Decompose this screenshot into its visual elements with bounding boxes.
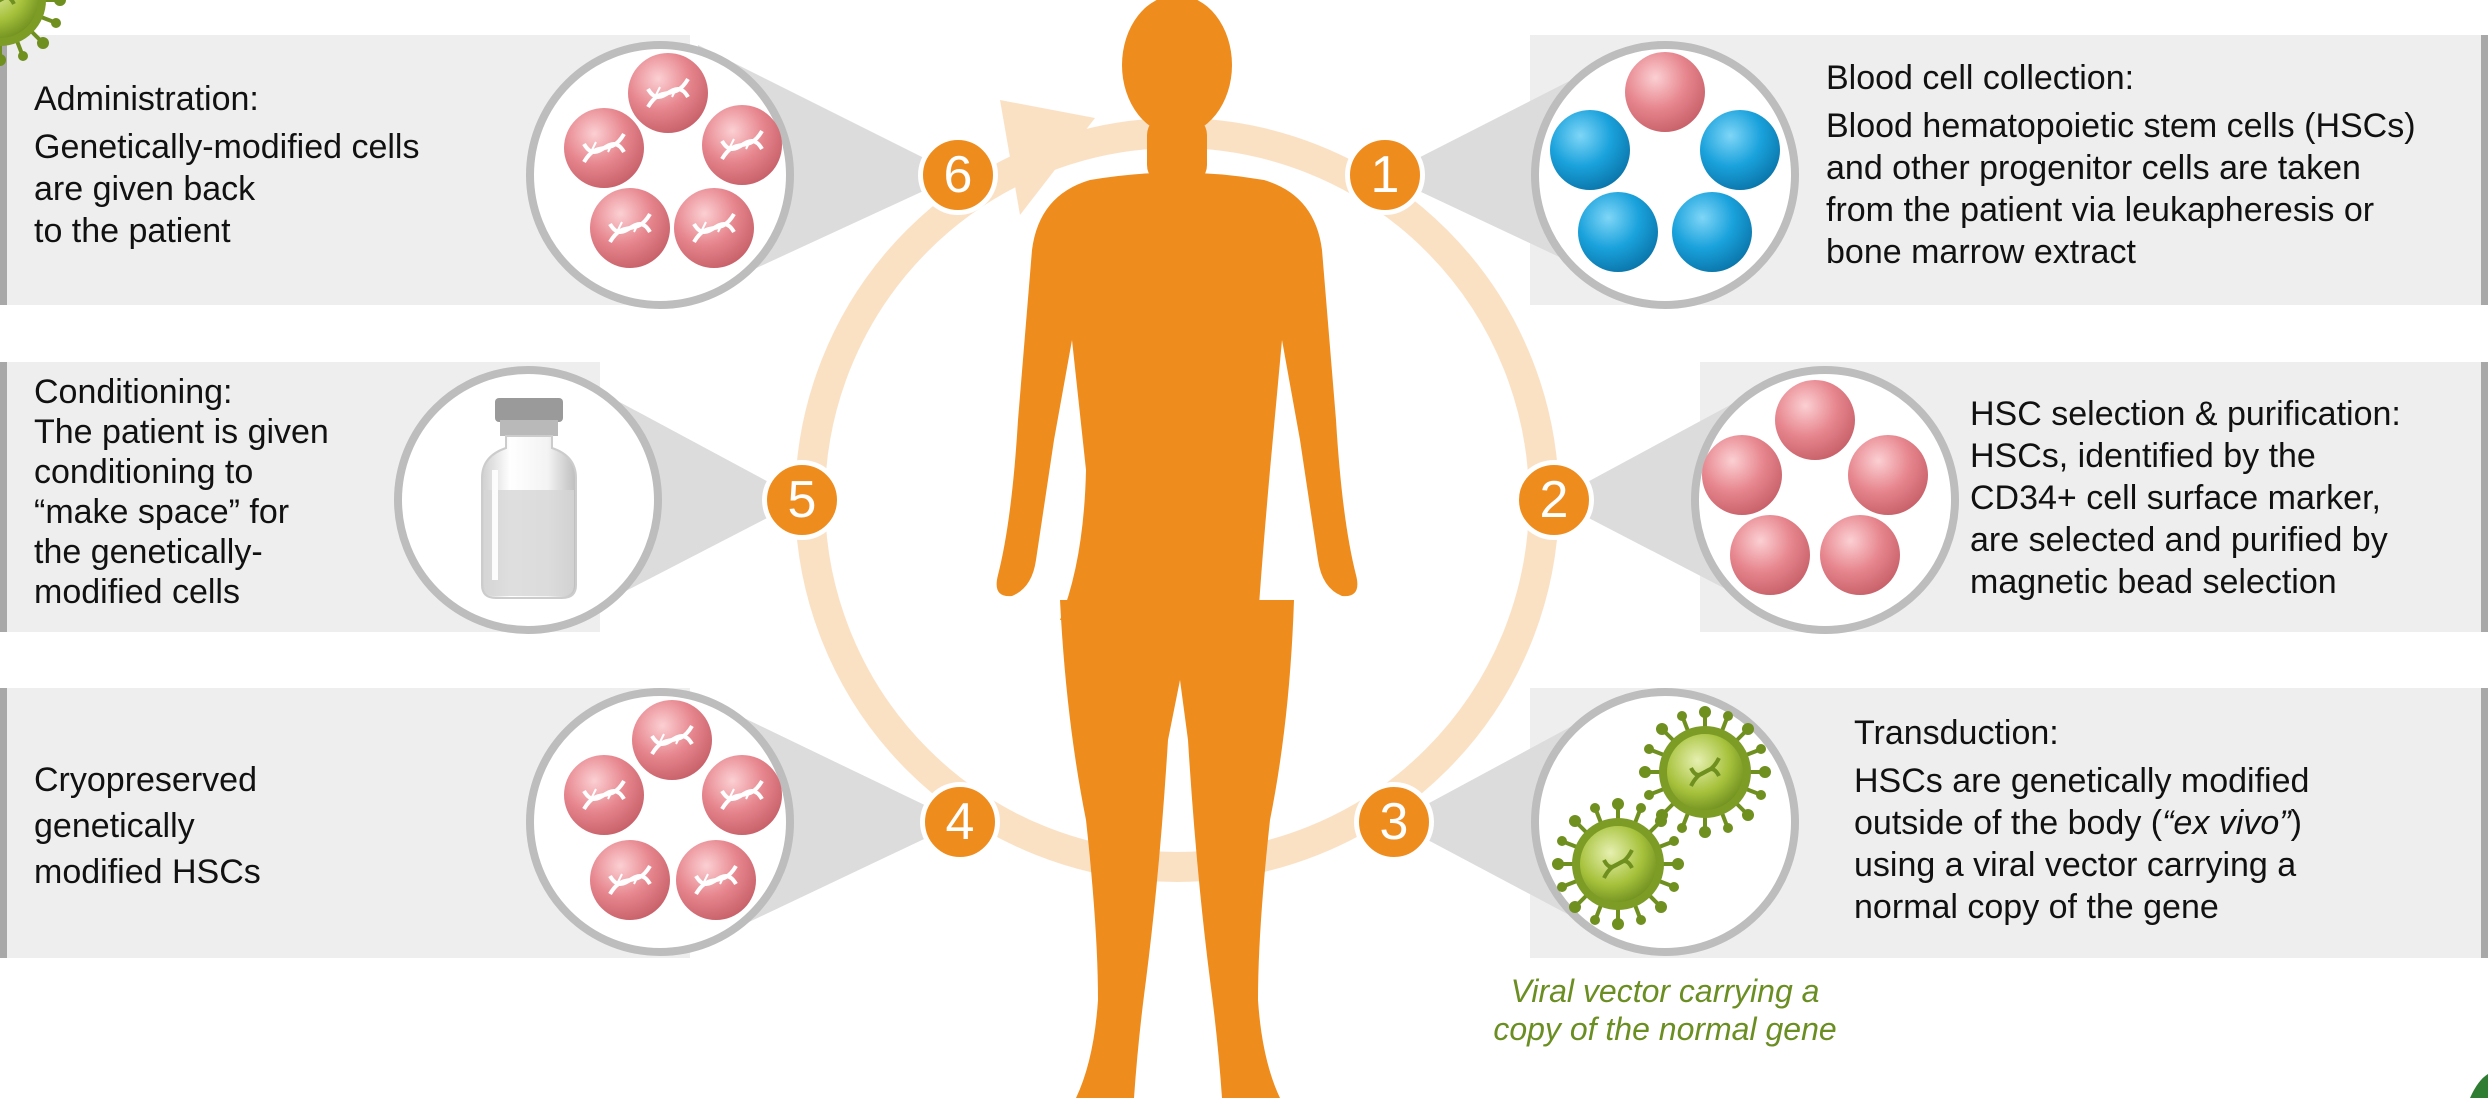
- caption-line: Viral vector carrying a: [1440, 972, 1890, 1010]
- step-1-line: bone marrow extract: [1826, 231, 2416, 273]
- step-1-text: Blood cell collection: Blood hematopoiet…: [1826, 57, 2416, 273]
- step-3-heading: Transduction:: [1854, 712, 2309, 754]
- step-6-line: are given back: [34, 168, 420, 210]
- ex-vivo-term: “ex vivo”: [2162, 804, 2290, 842]
- corner-decoration: [2470, 1074, 2488, 1098]
- step-5-line: modified cells: [34, 572, 329, 612]
- step-3-line: HSCs are genetically modified: [1854, 760, 2309, 802]
- step-2-line: CD34+ cell surface marker,: [1970, 477, 2401, 519]
- step-5-badge: 5: [762, 460, 842, 540]
- step-4-line: modified HSCs: [34, 849, 261, 895]
- step-6-line: Genetically-modified cells: [34, 126, 420, 168]
- step-4-badge: 4: [920, 782, 1000, 862]
- step-3-line: normal copy of the gene: [1854, 886, 2309, 928]
- step-2-text: HSC selection & purification: HSCs, iden…: [1970, 393, 2401, 603]
- step-1-line: and other progenitor cells are taken: [1826, 147, 2416, 189]
- step-2-line: are selected and purified by: [1970, 519, 2401, 561]
- step-2-line: magnetic bead selection: [1970, 561, 2401, 603]
- step-6-heading: Administration:: [34, 78, 420, 120]
- step-2-line: HSCs, identified by the: [1970, 435, 2401, 477]
- step-3-line2-post: ): [2291, 804, 2302, 842]
- step-3-badge: 3: [1354, 782, 1434, 862]
- step-6-text: Administration: Genetically-modified cel…: [34, 78, 420, 252]
- step-5-line: conditioning to: [34, 452, 329, 492]
- step-1-badge: 1: [1345, 135, 1425, 215]
- step-5-line: “make space” for: [34, 492, 329, 532]
- step-4-text: Cryopreserved genetically modified HSCs: [34, 757, 261, 895]
- step-1-line: from the patient via leukapheresis or: [1826, 189, 2416, 231]
- viral-vector-caption: Viral vector carrying a copy of the norm…: [1440, 972, 1890, 1048]
- step-5-line: the genetically-: [34, 532, 329, 572]
- step-2-badge: 2: [1514, 460, 1594, 540]
- step-5-line: The patient is given: [34, 412, 329, 452]
- step-3-line2-pre: outside of the body (: [1854, 804, 2162, 842]
- step-1-heading: Blood cell collection:: [1826, 57, 2416, 99]
- step-6-badge: 6: [918, 135, 998, 215]
- step-3-line: using a viral vector carrying a: [1854, 844, 2309, 886]
- step-3-line: outside of the body (“ex vivo”): [1854, 802, 2309, 844]
- step-6-line: to the patient: [34, 210, 420, 252]
- step-1-line: Blood hematopoietic stem cells (HSCs): [1826, 105, 2416, 147]
- step-4-line: genetically: [34, 803, 261, 849]
- step-5-heading: Conditioning:: [34, 372, 329, 412]
- step-3-text: Transduction: HSCs are genetically modif…: [1854, 712, 2309, 928]
- step-2-heading: HSC selection & purification:: [1970, 393, 2401, 435]
- caption-line: copy of the normal gene: [1440, 1010, 1890, 1048]
- step-5-text: Conditioning: The patient is given condi…: [34, 372, 329, 612]
- step-4-line: Cryopreserved: [34, 757, 261, 803]
